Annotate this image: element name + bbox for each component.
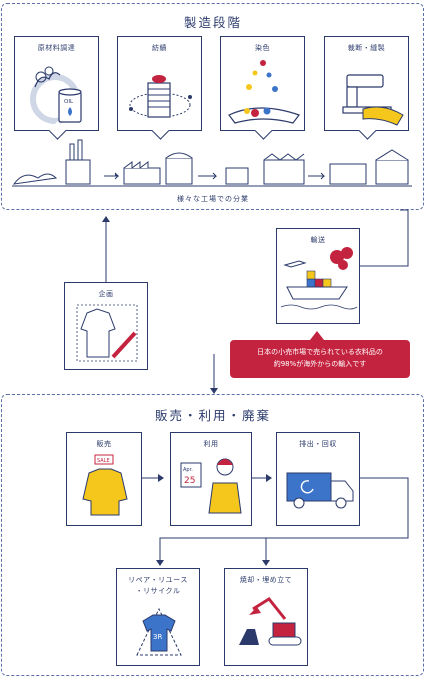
repair-reuse-label: リペア・リユース <box>128 576 188 584</box>
card-repair-reuse-recycle: リペア・リユース ・リサイクル 3R <box>116 568 200 666</box>
recycle-shirt-icon: 3R <box>136 607 182 656</box>
production-section <box>1 3 424 210</box>
incineration-landfill-label: 焼却・埋め立て <box>239 576 293 584</box>
card-sales: 販売 SALE <box>66 432 142 526</box>
spinning-label: 紡績 <box>152 44 167 52</box>
sale-tag-text: SALE <box>97 458 110 464</box>
transport-label: 輸送 <box>310 236 326 244</box>
shirt-badge: 3R <box>153 633 162 641</box>
dye-drops-icon <box>228 60 300 124</box>
card-transport: 輸送 <box>276 228 360 324</box>
production-title: 製造段階 <box>183 15 242 30</box>
use-label: 利用 <box>203 440 219 448</box>
recycle-label: ・リサイクル <box>135 587 181 595</box>
truck-icon <box>286 472 354 509</box>
oil-drum-icon: OIL <box>30 66 82 124</box>
oil-text: OIL <box>64 99 74 105</box>
factory-row <box>12 139 412 187</box>
person-calendar-icon: Apr. 25 <box>180 458 242 514</box>
callout-line-2: 約98%が海外からの輸入です <box>273 360 367 368</box>
card-incineration-landfill: 焼却・埋め立て <box>224 568 308 666</box>
factory-caption: 様々な工場での分業 <box>177 195 249 203</box>
card-raw-materials: 原材料調達 OIL <box>14 36 99 131</box>
calendar-month: Apr. <box>183 467 193 473</box>
disposal-collection-label: 排出・回収 <box>299 440 337 448</box>
sales-section <box>1 394 424 676</box>
cutting-sewing-label: 裁断・縫製 <box>347 44 386 52</box>
planning-label: 企画 <box>98 290 114 298</box>
calendar-day: 25 <box>184 476 195 486</box>
callout-line-1: 日本の小売市場で売られている衣料品の <box>257 348 383 356</box>
sales-label: 販売 <box>96 440 112 448</box>
callout-tail <box>310 331 324 340</box>
card-dyeing: 染色 <box>220 36 305 131</box>
card-planning: 企画 <box>64 282 148 370</box>
thread-spool-icon <box>129 75 192 118</box>
design-sketch-icon <box>76 304 138 362</box>
card-use: 利用 Apr. 25 <box>170 432 252 526</box>
import-callout: 日本の小売市場で売られている衣料品の 約98%が海外からの輸入です <box>230 340 410 378</box>
hoodie-sale-icon: SALE <box>82 454 128 516</box>
excavator-icon <box>239 597 302 646</box>
sewing-machine-icon <box>342 74 404 126</box>
raw-materials-label: 原材料調達 <box>37 44 76 52</box>
dyeing-label: 染色 <box>255 44 270 52</box>
card-disposal-collection: 排出・回収 <box>276 432 360 526</box>
cargo-ship-icon <box>280 247 358 310</box>
sales-title: 販売・利用・廃棄 <box>154 408 271 423</box>
card-cutting-sewing: 裁断・縫製 <box>324 36 409 131</box>
